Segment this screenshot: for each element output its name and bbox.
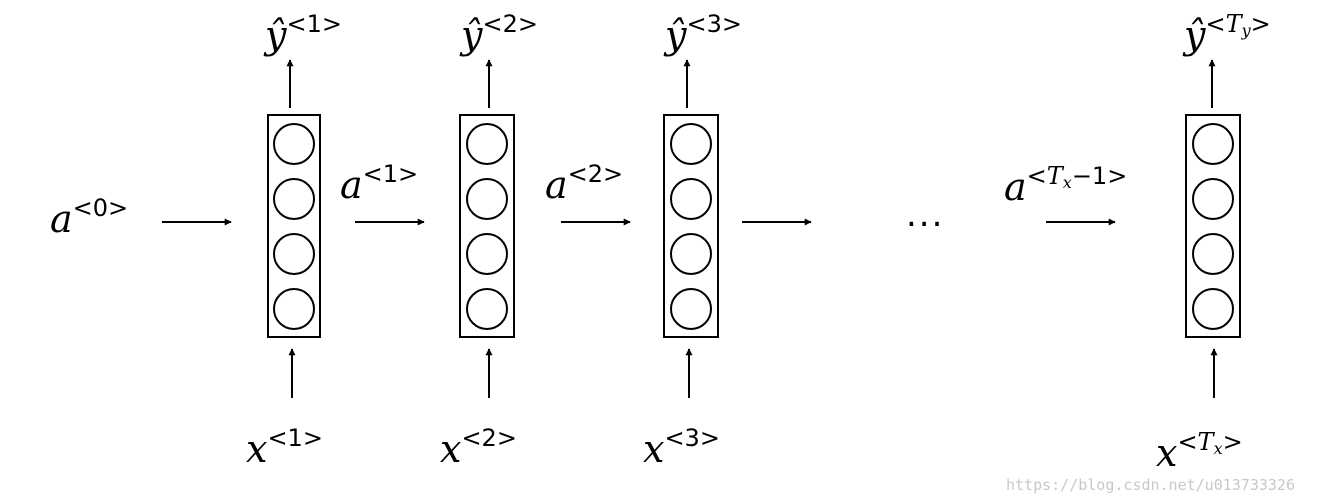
rnn-cell-1	[267, 114, 321, 338]
watermark-url: https://blog.csdn.net/u013733326	[1006, 476, 1295, 494]
label-a2: a<2>	[545, 160, 624, 207]
label-a-Tx-minus-1: a<Tx−1>	[1004, 162, 1128, 209]
rnn-cell-last	[1185, 114, 1241, 338]
hidden-unit	[273, 123, 315, 165]
label-x1: x<1>	[246, 424, 323, 471]
label-x3: x<3>	[643, 424, 720, 471]
label-y3: ŷ<3>	[665, 10, 742, 57]
hidden-unit	[466, 178, 508, 220]
hidden-unit	[466, 233, 508, 275]
hidden-unit	[670, 288, 712, 330]
hidden-unit	[670, 233, 712, 275]
label-y1: ŷ<1>	[265, 10, 342, 57]
rnn-cell-3	[663, 114, 719, 338]
label-y-Ty: ŷ<Ty>	[1184, 10, 1271, 57]
hidden-unit	[670, 178, 712, 220]
hidden-unit	[1192, 178, 1234, 220]
hidden-unit	[273, 233, 315, 275]
ellipsis: ...	[906, 195, 945, 235]
label-a0: a<0>	[50, 194, 129, 241]
label-x2: x<2>	[440, 424, 517, 471]
hidden-unit	[1192, 123, 1234, 165]
hidden-unit	[670, 123, 712, 165]
hidden-unit	[273, 288, 315, 330]
rnn-cell-2	[459, 114, 515, 338]
hidden-unit	[466, 123, 508, 165]
label-y2: ŷ<2>	[461, 10, 538, 57]
hidden-unit	[1192, 233, 1234, 275]
hidden-unit	[466, 288, 508, 330]
label-a1: a<1>	[340, 160, 419, 207]
hidden-unit	[273, 178, 315, 220]
label-x-Tx: x<Tx>	[1156, 428, 1243, 475]
hidden-unit	[1192, 288, 1234, 330]
